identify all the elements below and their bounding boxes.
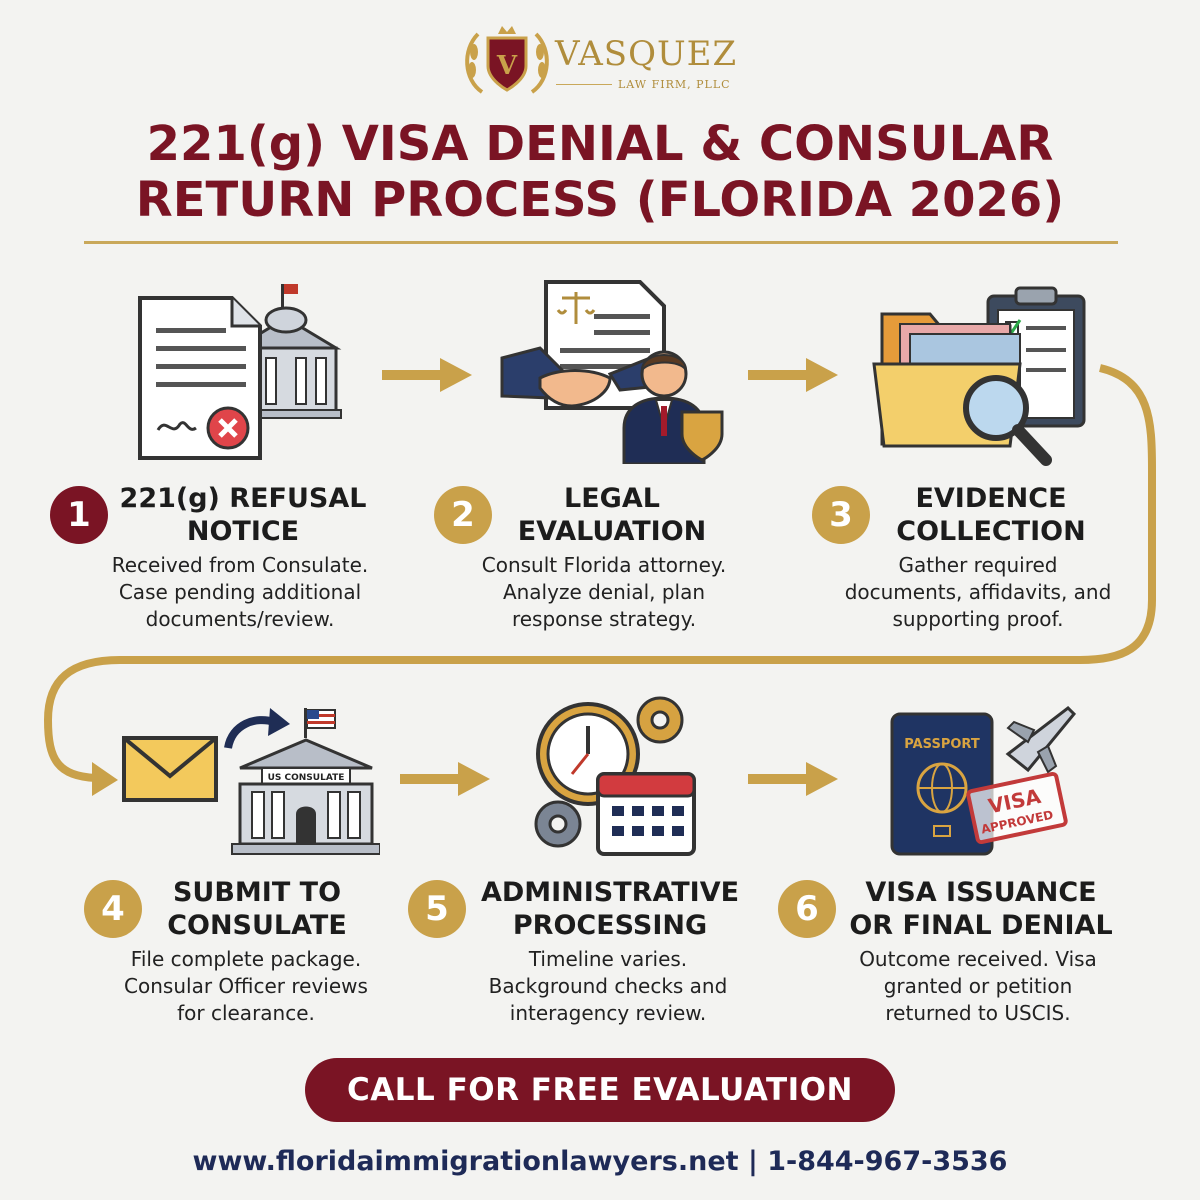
step-3-title: EVIDENCE COLLECTION	[896, 483, 1086, 547]
passport-label: PASSPORT	[904, 737, 980, 752]
step-4-description: File complete package. Consular Officer …	[124, 947, 368, 1025]
title-line-2: RETURN PROCESS (FLORIDA 2026)	[135, 172, 1065, 228]
magnifier-icon	[963, 375, 1052, 466]
step-3-description: Gather required documents, affidavits, a…	[844, 553, 1112, 631]
step-6-description: Outcome received. Visa granted or petiti…	[859, 947, 1097, 1025]
scales-icon	[556, 292, 596, 324]
rejected-icon	[206, 406, 250, 450]
gear-icon	[534, 800, 582, 848]
step-2-title: LEGAL EVALUATION	[517, 483, 707, 547]
step-2-header: 2 LEGAL EVALUATION	[434, 482, 734, 548]
step-5-header: 5 ADMINISTRATIVE PROCESSING	[408, 876, 748, 942]
title-line-1: 221(g) VISA DENIAL & CONSULAR	[146, 116, 1054, 172]
title-divider	[84, 241, 1118, 244]
step-5-title: ADMINISTRATIVE PROCESSING	[480, 877, 740, 941]
gear-icon	[636, 696, 684, 744]
brand-sub: LAW FIRM, PLLC	[618, 78, 731, 91]
arrow-right-icon	[748, 358, 838, 392]
approved-stamp-icon	[966, 771, 1068, 845]
contact-footer[interactable]: www.floridaimmigrationlawyers.net | 1-84…	[192, 1146, 1008, 1177]
calendar-icon	[596, 772, 696, 856]
arrow-right-icon	[748, 762, 838, 796]
refusal-notice-illustration	[138, 284, 342, 460]
consulate-sign: US CONSULATE	[268, 773, 345, 783]
curved-connector	[43, 364, 1156, 782]
step-4-badge: 4	[84, 880, 142, 938]
step-3-badge: 3	[812, 486, 870, 544]
curved-arrow-icon	[224, 708, 290, 749]
airplane-icon	[1005, 706, 1077, 774]
step-6-title: VISA ISSUANCE OR FINAL DENIAL	[849, 877, 1113, 941]
step-1-description: Received from Consulate. Case pending ad…	[111, 553, 369, 631]
step-2-badge: 2	[434, 486, 492, 544]
step-6-badge: 6	[778, 880, 836, 938]
arrow-right-icon	[382, 358, 472, 392]
envelope-icon	[122, 736, 218, 802]
arrow-right-icon	[92, 762, 118, 796]
brand-divider	[556, 84, 612, 85]
shield-icon	[680, 410, 724, 462]
page-title: 221(g) VISA DENIAL & CONSULAR RETURN PRO…	[40, 116, 1160, 228]
step-3-header: 3 EVIDENCE COLLECTION	[812, 482, 1112, 548]
step-4-title: SUBMIT TO CONSULATE	[167, 877, 347, 941]
submit-consulate-illustration: US CONSULATE	[122, 708, 380, 855]
step-1-title: 221(g) REFUSAL NOTICE	[119, 483, 367, 547]
step-4-header: 4 SUBMIT TO CONSULATE	[84, 876, 384, 942]
logo-letter: V	[496, 51, 518, 81]
step-5-description: Timeline varies. Background checks and i…	[488, 947, 728, 1025]
shield-icon	[486, 36, 528, 92]
free-evaluation-button[interactable]: CALL FOR FREE EVALUATION	[305, 1058, 895, 1122]
crown-icon	[498, 26, 516, 34]
arrow-right-icon	[400, 762, 490, 796]
step-6-header: 6 VISA ISSUANCE OR FINAL DENIAL	[778, 876, 1128, 942]
step-1-badge: 1	[50, 486, 108, 544]
step-5-badge: 5	[408, 880, 466, 938]
consulate-building-icon	[231, 738, 380, 855]
passport-icon	[890, 712, 994, 856]
flag-icon	[304, 708, 336, 738]
evidence-collection-illustration	[872, 286, 1086, 466]
firm-logo: V	[465, 26, 549, 94]
legal-evaluation-illustration	[500, 280, 724, 464]
step-2-description: Consult Florida attorney. Analyze denial…	[481, 553, 727, 631]
administrative-processing-illustration	[534, 696, 696, 856]
brand-name: VASQUEZ	[555, 34, 738, 74]
visa-issuance-illustration: PASSPORT VISA APPROVED	[890, 706, 1077, 856]
step-1-header: 1 221(g) REFUSAL NOTICE	[50, 482, 380, 548]
laurel-wreath-icon	[465, 32, 549, 94]
